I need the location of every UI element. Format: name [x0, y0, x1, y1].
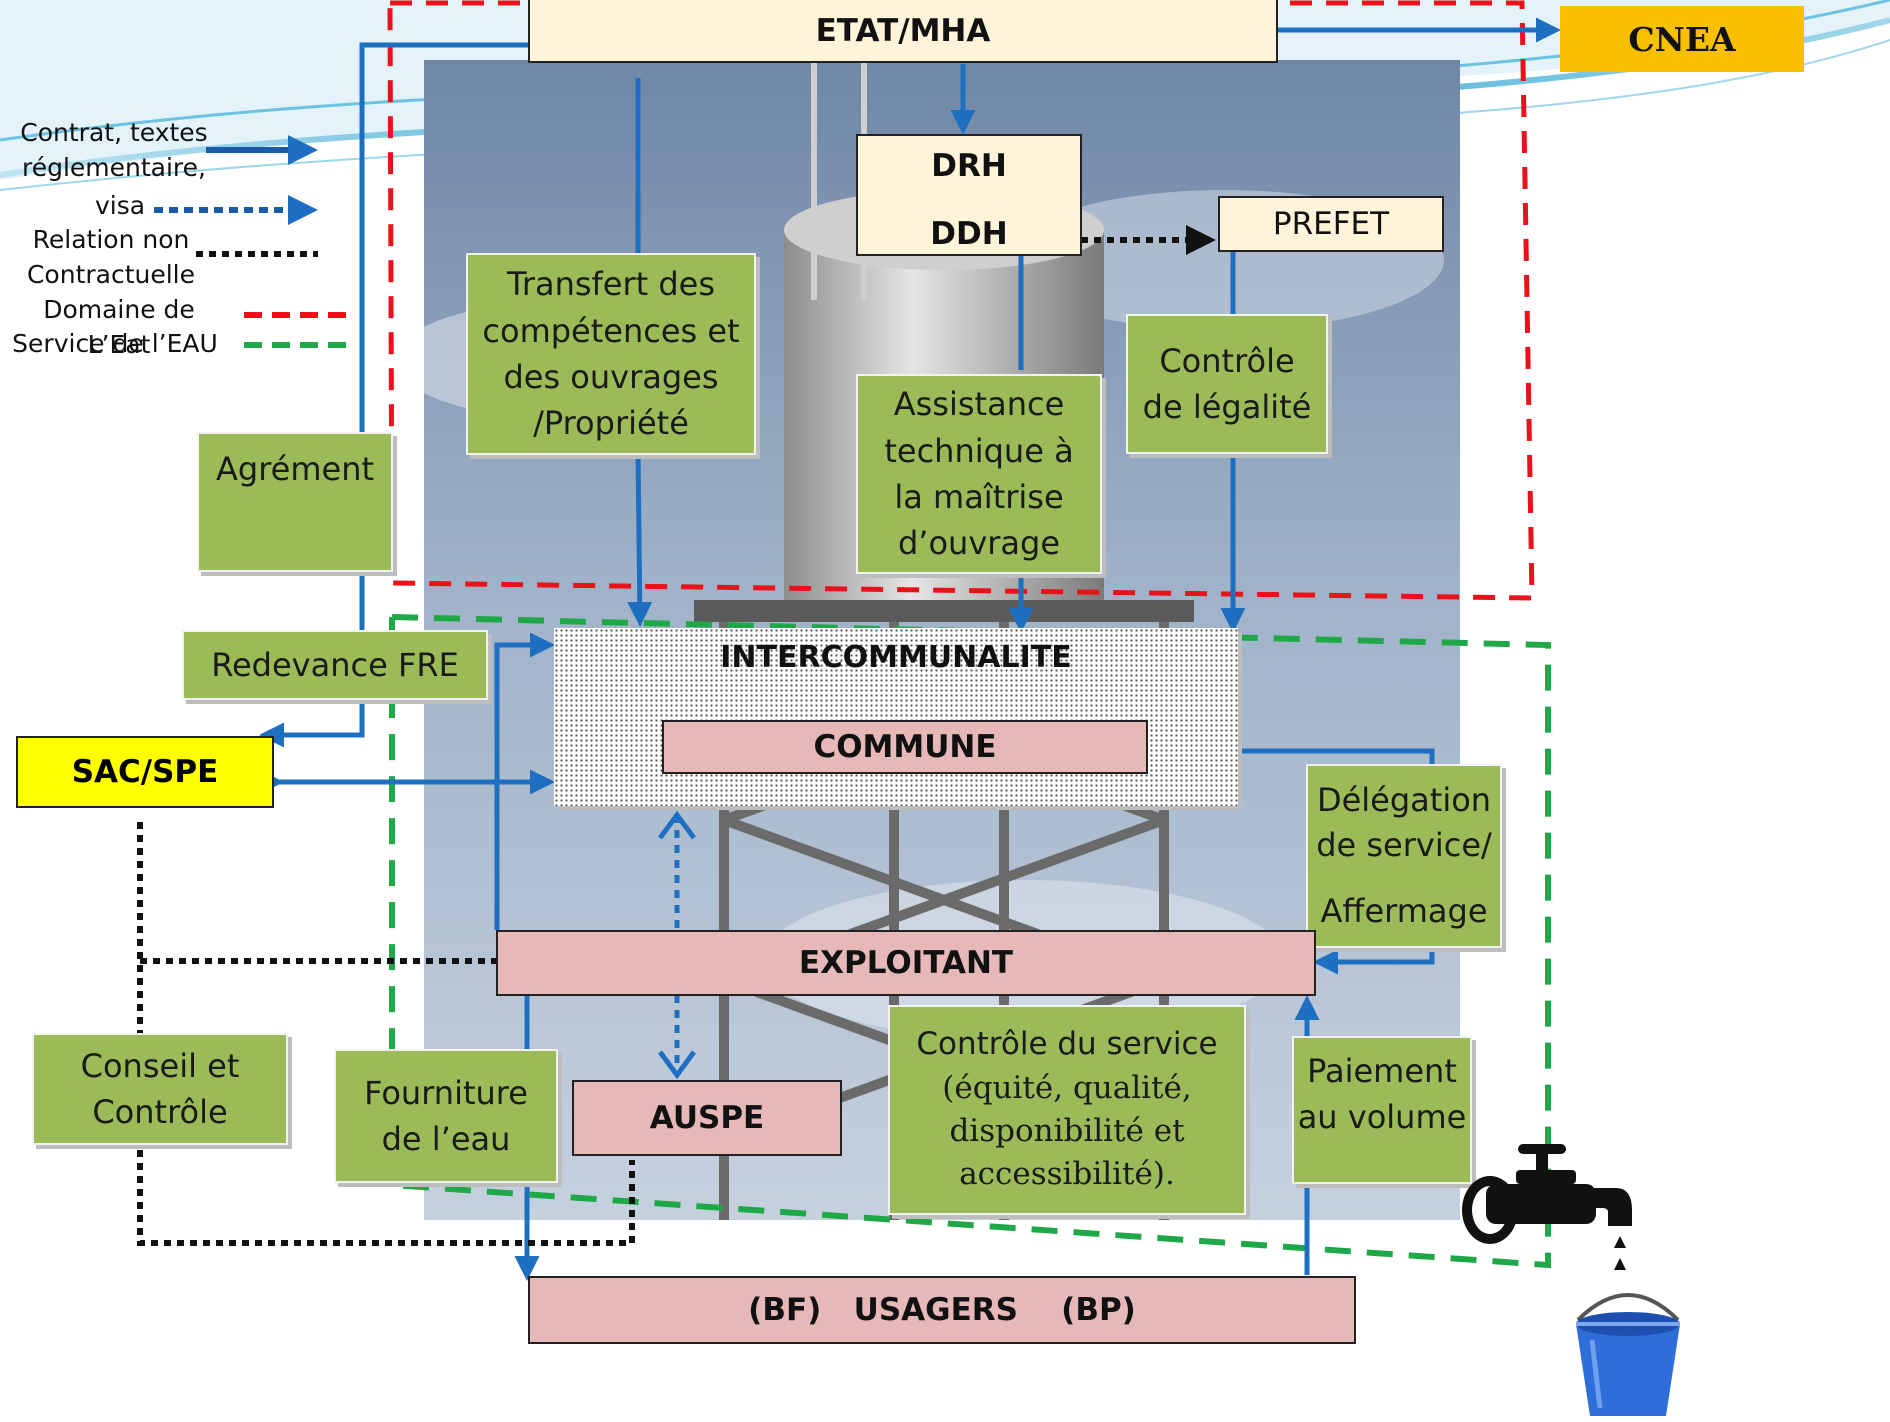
drh-label: DRH	[931, 148, 1007, 184]
etat-domain-border	[387, 0, 1535, 601]
cnea-box: CNEA	[1560, 6, 1804, 72]
controle-service-line-2: (équité, qualité,	[942, 1069, 1192, 1106]
transfert-line-4: /Propriété	[533, 404, 689, 443]
controle-legalite-line-2: de légalité	[1142, 388, 1312, 426]
auspe-label: AUSPE	[649, 1100, 765, 1136]
transfert-line-3: des ouvrages	[503, 358, 719, 396]
prefet-label: PREFET	[1272, 206, 1390, 242]
delegation-line-2: de service/	[1316, 825, 1492, 864]
conseil-line-2: Contrôle	[92, 1093, 228, 1131]
transfert-line-1: Transfert des	[506, 265, 716, 304]
redevance-label: Redevance FRE	[211, 645, 459, 684]
water-bucket-icon	[1576, 1293, 1680, 1416]
legend-relation-line2: Contractuelle	[26, 260, 196, 289]
prefet-box: PREFET	[1218, 196, 1444, 252]
assistance-line-4: d’ouvrage	[897, 524, 1061, 563]
legend-domaine-label: Domaine de L’Eat	[43, 295, 195, 359]
conseil-box: Conseil et Contrôle	[32, 1033, 288, 1145]
delegation-line-3: Affermage	[1320, 892, 1488, 931]
transfert-box: Transfert des compétences et des ouvrage…	[466, 253, 756, 455]
exploitant-label: EXPLOITANT	[798, 945, 1014, 981]
usagers-label: (BF) USAGERS (BP)	[748, 1292, 1136, 1328]
controle-service-line-4: accessibilité).	[959, 1156, 1175, 1193]
legend-contrat-label: Contrat, textes réglementaire,	[14, 115, 214, 185]
usagers-box: (BF) USAGERS (BP)	[528, 1276, 1356, 1344]
agrement-box: Agrément	[197, 432, 393, 572]
fourniture-line-1: Fourniture	[364, 1073, 528, 1112]
conseil-line-1: Conseil et	[80, 1046, 240, 1085]
intercommunalite-box: INTERCOMMUNALITE COMMUNE	[554, 628, 1238, 806]
drh-ddh-box: DRH DDH	[856, 134, 1082, 256]
sac-spe-box: SAC/SPE	[16, 736, 274, 808]
assistance-line-2: technique à	[884, 431, 1074, 470]
commune-label: COMMUNE	[813, 729, 997, 765]
etat-mha-label: ETAT/MHA	[815, 12, 991, 49]
sac-spe-label: SAC/SPE	[71, 754, 219, 790]
delegation-line-1: Délégation	[1316, 780, 1492, 819]
fourniture-box: Fourniture de l’eau	[334, 1049, 558, 1183]
assistance-line-1: Assistance	[893, 385, 1065, 424]
redevance-box: Redevance FRE	[182, 630, 488, 700]
agrement-label: Agrément	[215, 450, 375, 488]
auspe-box: AUSPE	[572, 1080, 842, 1156]
paiement-box: Paiement au volume	[1292, 1036, 1472, 1184]
legend-relation-line1: Relation non	[32, 225, 190, 254]
fourniture-line-2: de l’eau	[381, 1120, 511, 1158]
paiement-line-2: au volume	[1297, 1098, 1467, 1137]
legend-contrat-line1: Contrat, textes	[20, 118, 208, 147]
assistance-box: Assistance technique à la maîtrise d’ouv…	[856, 374, 1102, 574]
paiement-line-1: Paiement	[1307, 1052, 1457, 1090]
delegation-box: Délégation de service/ Affermage	[1306, 764, 1502, 948]
etat-mha-box: ETAT/MHA	[528, 0, 1278, 63]
ddh-label: DDH	[930, 216, 1008, 252]
legend-service-label: Service de l’EAU	[12, 329, 218, 358]
exploitant-box: EXPLOITANT	[496, 930, 1316, 996]
commune-box: COMMUNE	[662, 720, 1148, 774]
assistance-line-3: la maîtrise	[894, 478, 1064, 516]
legend-visa-label: visa	[94, 191, 146, 220]
controle-legalite-box: Contrôle de légalité	[1126, 314, 1328, 454]
water-tap-icon	[1462, 1144, 1632, 1270]
cnea-label: CNEA	[1628, 19, 1736, 59]
controle-service-line-3: disponibilité et	[949, 1113, 1185, 1149]
transfert-line-2: compétences et	[482, 311, 740, 350]
controle-service-box: Contrôle du service (équité, qualité, di…	[888, 1005, 1246, 1215]
controle-legalite-line-1: Contrôle	[1159, 341, 1295, 380]
legend-contrat-line2: réglementaire,	[21, 153, 206, 182]
controle-service-line-1: Contrôle du service	[916, 1026, 1218, 1063]
legend-relation-label: Relation non Contractuelle	[26, 222, 196, 292]
intercommunalite-label: INTERCOMMUNALITE	[720, 640, 1072, 675]
